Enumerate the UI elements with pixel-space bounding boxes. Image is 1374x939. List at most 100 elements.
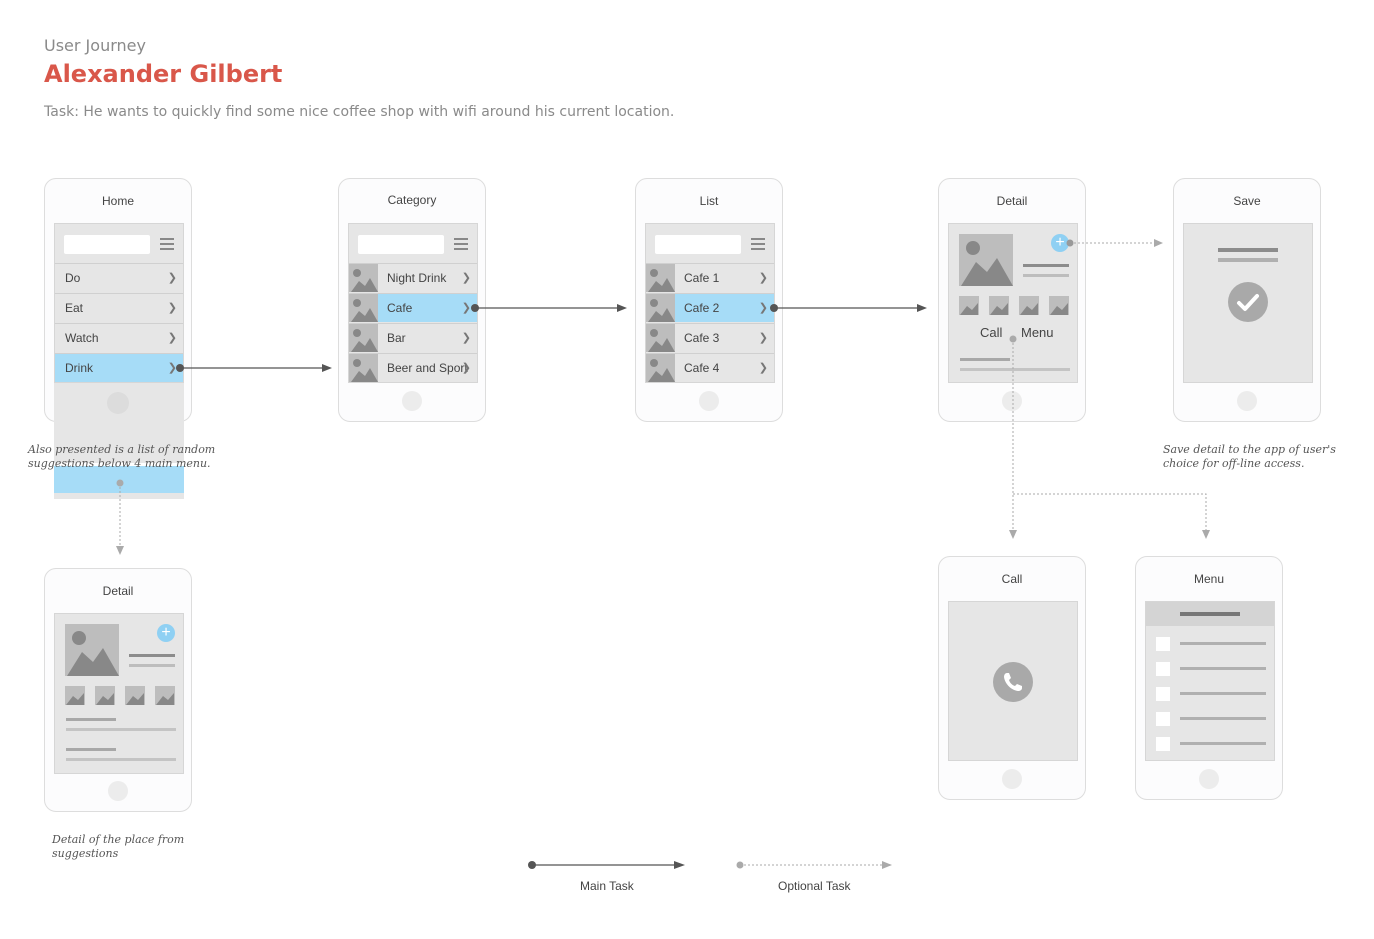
add-plus-icon[interactable]: + (1051, 234, 1069, 252)
save-screen: Save (1173, 178, 1321, 422)
optional-task-arrows (119, 242, 1207, 548)
menu-icon[interactable] (454, 238, 468, 250)
screen-title: Detail (996, 194, 1028, 208)
detail-suggestion-content: + (54, 613, 184, 774)
image-placeholder-icon (646, 294, 675, 322)
screen-title: Call (1001, 572, 1023, 586)
list-content: Cafe 1❯ Cafe 2 ❯ Cafe 3❯ Cafe 4❯ (645, 223, 775, 383)
task-description: Task: He wants to quickly find some nice… (44, 104, 675, 120)
screen-title: Category (387, 193, 437, 207)
home-button (699, 391, 719, 411)
suggestion-highlight[interactable] (54, 466, 184, 493)
chevron-right-icon: ❯ (758, 302, 768, 314)
legend-optional-label: Optional Task (778, 879, 851, 893)
call-screen: Call (938, 556, 1086, 800)
search-field[interactable] (655, 235, 741, 254)
item-label: Cafe 3 (684, 331, 720, 345)
checkbox[interactable] (1156, 687, 1170, 701)
add-plus-icon[interactable]: + (157, 624, 175, 642)
arrowhead (116, 546, 124, 555)
checkbox[interactable] (1156, 662, 1170, 676)
item-label: Night Drink (387, 271, 447, 285)
checkbox[interactable] (1156, 637, 1170, 651)
home-button (1002, 391, 1022, 411)
text-line (1180, 642, 1266, 645)
item-label: Cafe 1 (684, 271, 720, 285)
list-item-cafe-2[interactable]: Cafe 2 ❯ (646, 293, 774, 322)
legend-main-arrowhead (674, 861, 685, 869)
save-caption: Save detail to the app of user's choice … (1163, 443, 1336, 470)
text-line (1180, 667, 1266, 670)
list-item[interactable]: Cafe 3❯ (646, 323, 774, 352)
category-item[interactable]: Night Drink❯ (349, 263, 477, 292)
category-item[interactable]: Beer and Sport❯ (349, 353, 477, 382)
screen-title: Home (101, 194, 134, 208)
image-placeholder-icon (646, 354, 675, 382)
menu-item-watch[interactable]: Watch❯ (55, 323, 183, 352)
detail-caption: Detail of the place from suggestions (52, 833, 185, 860)
text-line (1180, 742, 1266, 745)
text-line (1180, 717, 1266, 720)
category-screen: Category Night Drink❯ Cafe❯ Bar❯ Beer an… (338, 178, 486, 422)
image-placeholder-icon (646, 264, 675, 292)
arrowhead (1154, 239, 1163, 247)
arrow-start-dot (1066, 239, 1074, 247)
menu-item-eat[interactable]: Eat❯ (55, 293, 183, 322)
item-label: Eat (65, 301, 84, 315)
chevron-right-icon: ❯ (461, 302, 471, 314)
chevron-right-icon: ❯ (167, 332, 177, 344)
menu-screen: Menu (1135, 556, 1283, 800)
search-field[interactable] (358, 235, 444, 254)
call-label[interactable]: Call (980, 325, 1003, 340)
category-content: Night Drink❯ Cafe❯ Bar❯ Beer and Sport❯ (348, 223, 478, 383)
image-placeholder-icon (349, 354, 378, 382)
legend-optional-arrowhead (882, 861, 892, 869)
menu-item-do[interactable]: Do ❯ (55, 263, 183, 292)
screen-title: Detail (102, 584, 134, 598)
menu-icon[interactable] (160, 238, 174, 250)
text-line (1180, 612, 1240, 616)
item-label: Cafe 2 (684, 301, 720, 315)
home-content: Do❯ Eat❯ Watch❯ Drink❯ (54, 223, 184, 383)
arrowhead (1202, 530, 1210, 539)
arrowhead (917, 304, 927, 312)
home-button (1002, 769, 1022, 789)
phone-icon[interactable] (993, 662, 1033, 702)
image-placeholder-icon (349, 324, 378, 352)
arrow-detail-to-menu (1013, 493, 1207, 532)
menu-item-drink[interactable]: Drink❯ (55, 353, 183, 382)
item-label: Cafe (387, 301, 413, 315)
category-item[interactable]: Bar ❯ (349, 323, 477, 352)
legend-main-label: Main Task (580, 879, 634, 893)
item-label: Bar (387, 331, 406, 345)
checkbox[interactable] (1156, 737, 1170, 751)
home-button (402, 391, 422, 411)
chevron-right-icon: ❯ (461, 332, 471, 344)
home-screen: Home Do❯ Eat❯ Watch❯ Drink❯ (44, 178, 192, 422)
menu-content (1145, 601, 1275, 761)
list-item[interactable]: Cafe 1❯ (646, 263, 774, 292)
search-field[interactable] (64, 235, 150, 254)
legend-lines (528, 861, 892, 869)
category-item-cafe[interactable]: Cafe ❯ (349, 293, 477, 322)
checkbox[interactable] (1156, 712, 1170, 726)
item-label: Do (65, 271, 81, 285)
checkmark-icon (1228, 282, 1268, 322)
chevron-right-icon: ❯ (167, 272, 177, 284)
text-line (1218, 248, 1278, 252)
arrow-start-dot (1009, 335, 1017, 343)
chevron-right-icon: ❯ (167, 362, 177, 374)
page-subtitle: User Journey (44, 36, 146, 55)
image-placeholder-icon (349, 264, 378, 292)
screen-title: Menu (1193, 572, 1225, 586)
list-item[interactable]: Cafe 4❯ (646, 353, 774, 382)
chevron-right-icon: ❯ (461, 362, 471, 374)
arrowhead (617, 304, 627, 312)
text-line (1180, 692, 1266, 695)
page-title: Alexander Gilbert (44, 60, 283, 88)
menu-label[interactable]: Menu (1021, 325, 1054, 340)
screen-title: List (699, 194, 719, 208)
menu-icon[interactable] (751, 238, 765, 250)
arrow-start-dot (116, 479, 124, 487)
